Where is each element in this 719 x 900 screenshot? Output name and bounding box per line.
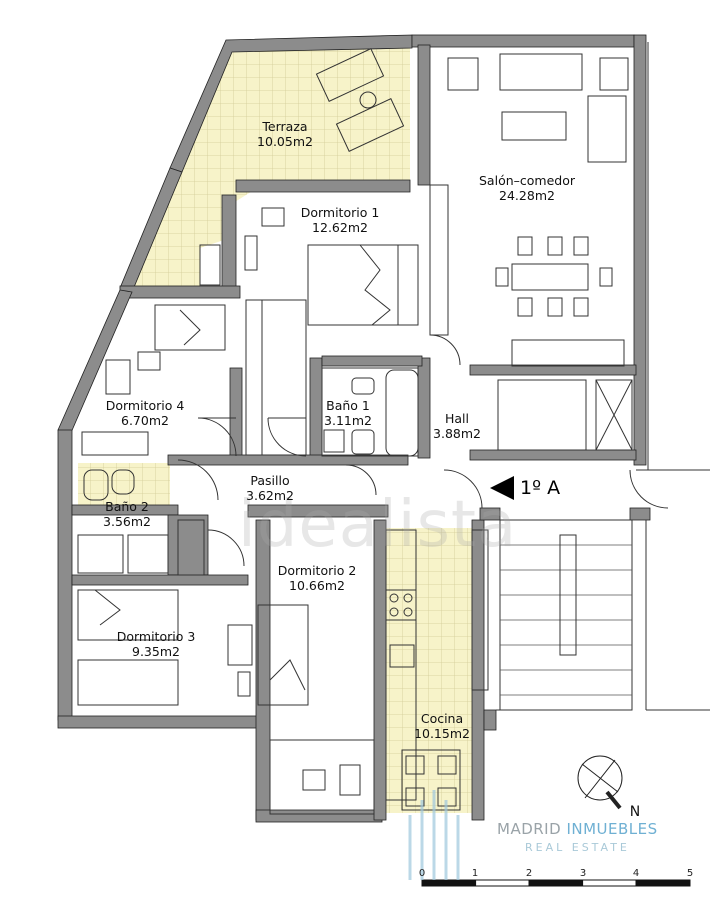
walls <box>57 34 651 823</box>
scale-tick: 4 <box>632 868 640 879</box>
room-name: Baño 1 <box>326 398 370 413</box>
bedroom-furniture <box>77 48 419 796</box>
room-area: 3.62m2 <box>246 488 294 503</box>
room-label-bano-1: Baño 1 3.11m2 <box>324 398 372 428</box>
room-name: Pasillo <box>250 473 290 488</box>
room-area: 3.56m2 <box>103 514 151 529</box>
scale-tick: 2 <box>525 868 533 879</box>
room-label-dormitorio-3: Dormitorio 3 9.35m2 <box>117 629 196 659</box>
room-label-dormitorio-2: Dormitorio 2 10.66m2 <box>278 563 357 593</box>
room-area: 12.62m2 <box>312 220 368 235</box>
room-area: 10.66m2 <box>289 578 345 593</box>
room-area: 6.70m2 <box>121 413 169 428</box>
brand-name: MADRID INMUEBLES <box>497 820 658 838</box>
brand-name-right: INMUEBLES <box>566 820 658 838</box>
room-name: Baño 2 <box>105 499 149 514</box>
room-label-bano-2: Baño 2 3.56m2 <box>103 499 151 529</box>
room-name: Dormitorio 3 <box>116 629 196 644</box>
room-area: 3.11m2 <box>324 413 372 428</box>
scale-bar <box>421 879 691 887</box>
brand-name-left: MADRID <box>497 820 562 838</box>
brand-logo-icon <box>408 790 460 880</box>
scale-tick: 3 <box>579 868 587 879</box>
room-name: Terraza <box>262 119 308 134</box>
unit-arrow <box>490 476 514 500</box>
room-label-dormitorio-4: Dormitorio 4 6.70m2 <box>106 398 185 428</box>
scale-tick: 1 <box>471 868 479 879</box>
room-name: Hall <box>444 411 469 426</box>
idealista-watermark: idealista <box>238 488 518 562</box>
scale-tick: 0 <box>418 868 426 879</box>
room-label-terraza: Terraza 10.05m2 <box>257 119 313 149</box>
room-name: Cocina <box>420 711 464 726</box>
room-label-hall: Hall 3.88m2 <box>433 411 481 441</box>
interior-lines <box>77 42 710 815</box>
room-area: 9.35m2 <box>132 644 180 659</box>
compass <box>577 755 623 810</box>
room-area: 24.28m2 <box>499 188 555 203</box>
brand-subtitle: REAL ESTATE <box>525 841 630 854</box>
room-label-dormitorio-1: Dormitorio 1 12.62m2 <box>301 205 380 235</box>
fixtures <box>83 377 461 811</box>
room-name: Dormitorio 4 <box>105 398 185 413</box>
room-name: Dormitorio 2 <box>277 563 357 578</box>
salon-furniture <box>447 53 629 367</box>
room-name: Dormitorio 1 <box>300 205 380 220</box>
room-label-cocina: Cocina 10.15m2 <box>414 711 470 741</box>
room-area: 10.05m2 <box>257 134 313 149</box>
room-area: 3.88m2 <box>433 426 481 441</box>
compass-north-label: N <box>629 804 641 820</box>
scale-tick: 5 <box>686 868 694 879</box>
room-area: 10.15m2 <box>414 726 470 741</box>
room-label-salon: Salón–comedor 24.28m2 <box>479 173 575 203</box>
tiled-floors <box>78 42 472 813</box>
room-name: Salón–comedor <box>479 173 575 188</box>
room-label-pasillo: Pasillo 3.62m2 <box>246 473 294 503</box>
unit-label: 1º A <box>520 477 561 499</box>
